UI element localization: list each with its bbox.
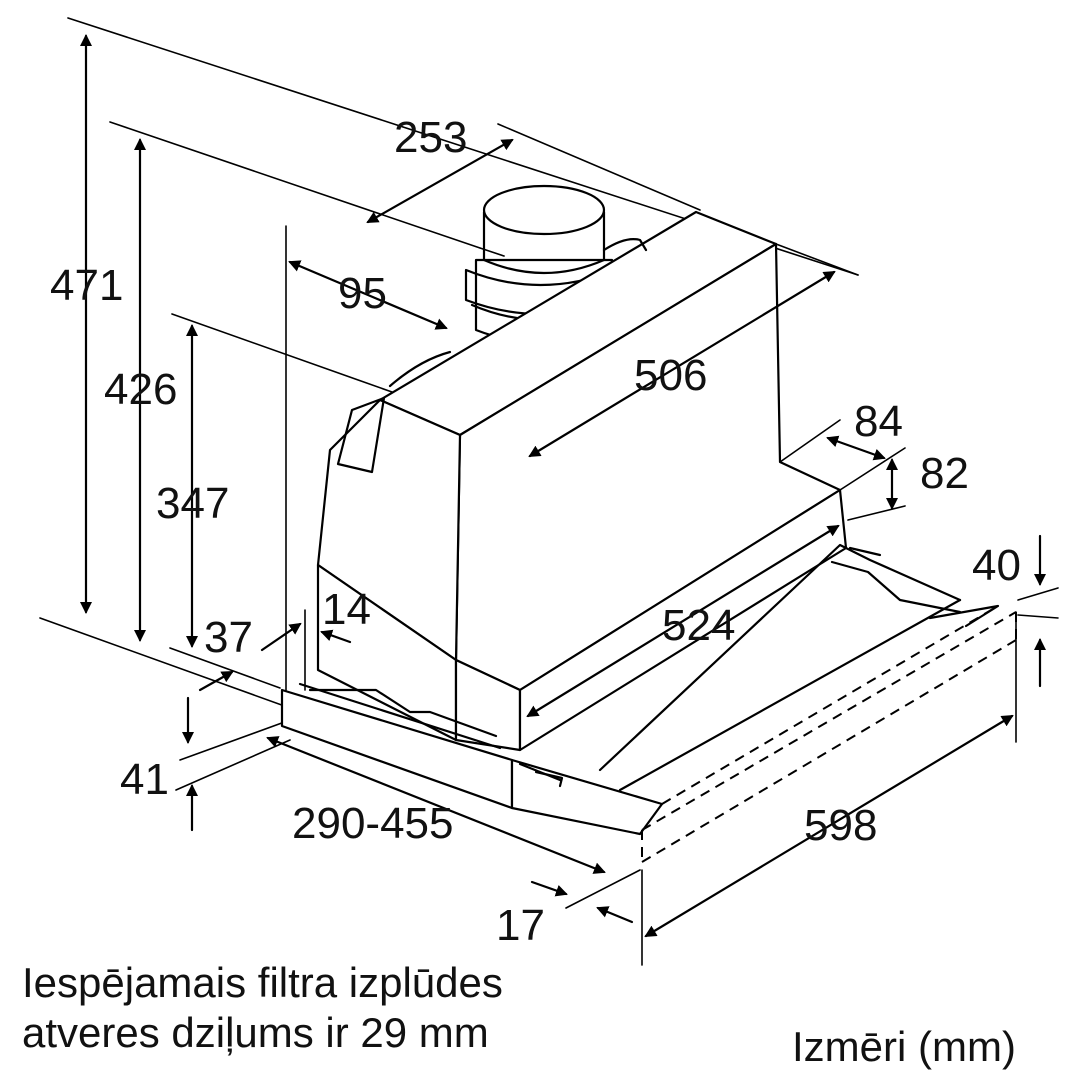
dim-471: 471 (50, 261, 123, 310)
dim-14: 14 (322, 585, 371, 634)
dim-37: 37 (204, 613, 253, 662)
dim-347: 347 (156, 479, 229, 528)
filter-note-line1: Iespējamais filtra izplūdes (22, 959, 503, 1006)
dim-41: 41 (120, 755, 169, 804)
filter-note: Iespējamais filtra izplūdes atveres dziļ… (22, 958, 503, 1058)
filter-note-line2: atveres dziļums ir 29 mm (22, 1009, 489, 1056)
mounting-clamp-icon (336, 396, 386, 474)
dim-524: 524 (662, 601, 735, 650)
hood-body (280, 184, 1017, 863)
dim-253: 253 (394, 113, 467, 162)
units-label: Izmēri (mm) (792, 1023, 1016, 1070)
dim-40: 40 (972, 541, 1021, 590)
duct-opening-icon (482, 184, 606, 236)
dim-290-455: 290-455 (292, 799, 453, 848)
dim-84: 84 (854, 397, 903, 446)
dimension-arrows (80, 34, 1046, 938)
dimension-labels: 471 426 347 253 95 506 84 82 40 524 37 1… (50, 113, 1021, 950)
dim-17: 17 (496, 901, 545, 950)
dim-95: 95 (338, 269, 387, 318)
dim-598: 598 (804, 801, 877, 850)
dim-82: 82 (920, 449, 969, 498)
dim-506: 506 (634, 351, 707, 400)
dim-426: 426 (104, 365, 177, 414)
